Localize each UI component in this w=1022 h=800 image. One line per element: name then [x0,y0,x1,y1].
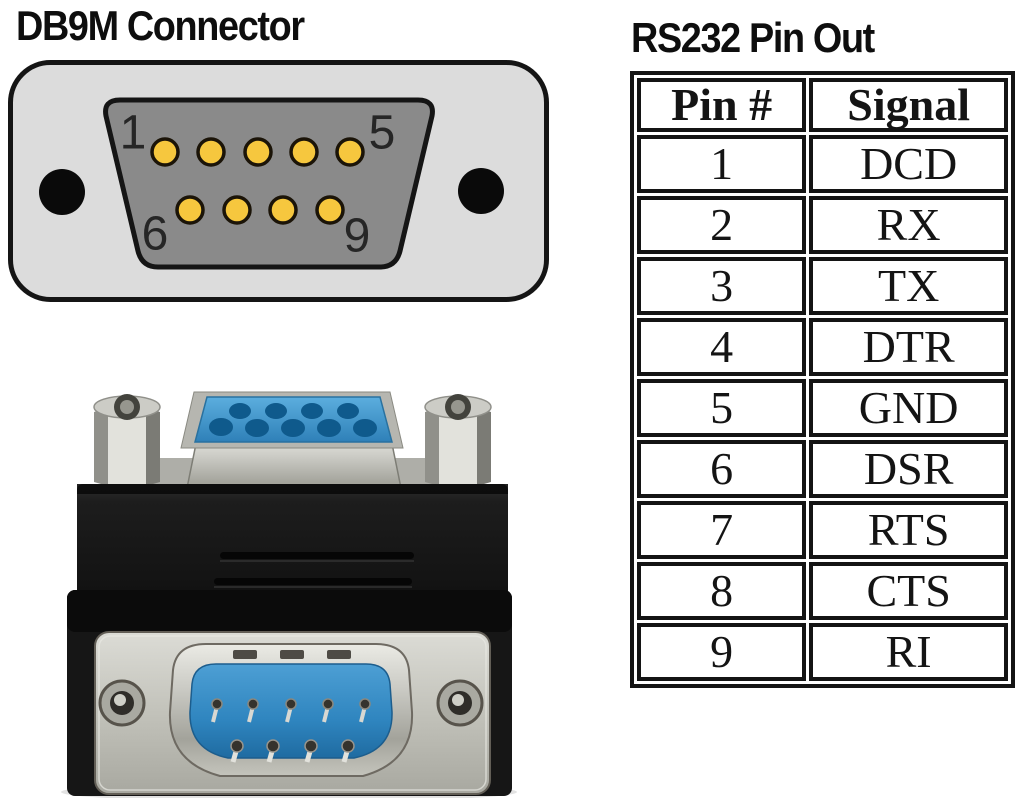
pin-number-cell: 3 [637,257,807,315]
screw-hole-left [98,679,146,727]
standoff-right [424,394,492,486]
signal-cell: TX [809,257,1008,315]
pinout-title: RS232 Pin Out [631,14,875,61]
adapter-body-upper [77,484,508,600]
female-port-face [180,391,404,449]
pin-number-cell: 5 [637,379,807,437]
male-pins-bottom [230,739,355,763]
pin-label-9: 9 [344,210,371,263]
groove [220,552,414,559]
signal-cell: RX [809,196,1008,254]
signal-cell: DSR [809,440,1008,498]
pin-number-cell: 8 [637,562,807,620]
standoff-left [93,394,161,486]
db9m-connector-diagram: 1 5 6 9 [8,60,549,302]
signal-cell: GND [809,379,1008,437]
groove [214,578,412,585]
shroud-tabs [233,650,351,659]
pin-number-header: Pin # [637,78,807,132]
pin-number-cell: 2 [637,196,807,254]
pin-number-cell: 1 [637,135,807,193]
pin-label-1: 1 [120,107,147,160]
pin [175,195,205,225]
signal-cell: DTR [809,318,1008,376]
pin-label-5: 5 [369,107,396,160]
male-pins-top [211,698,371,723]
pin [196,137,226,167]
mounting-hole-right [458,168,504,214]
pin-number-cell: 6 [637,440,807,498]
pin [315,195,345,225]
pin-label-6: 6 [142,208,169,261]
signal-cell: RTS [809,501,1008,559]
pin [150,137,180,167]
female-holes [209,403,377,437]
pin-number-cell: 7 [637,501,807,559]
pin-number-cell: 4 [637,318,807,376]
signal-cell: DCD [809,135,1008,193]
pin [335,137,365,167]
adapter-photo [61,391,517,798]
signal-cell: RI [809,623,1008,681]
mounting-hole-left [39,169,85,215]
screw-hole-right [436,679,484,727]
pin-row-bottom [175,195,345,225]
pinout-header-row: Pin # Signal [637,78,1008,132]
pin [268,195,298,225]
pin [243,137,273,167]
pin [222,195,252,225]
pin-row-top [150,137,365,167]
signal-header: Signal [809,78,1008,132]
signal-cell: CTS [809,562,1008,620]
pin-number-cell: 9 [637,623,807,681]
diagram-title: DB9M Connector [16,2,305,49]
pin [289,137,319,167]
